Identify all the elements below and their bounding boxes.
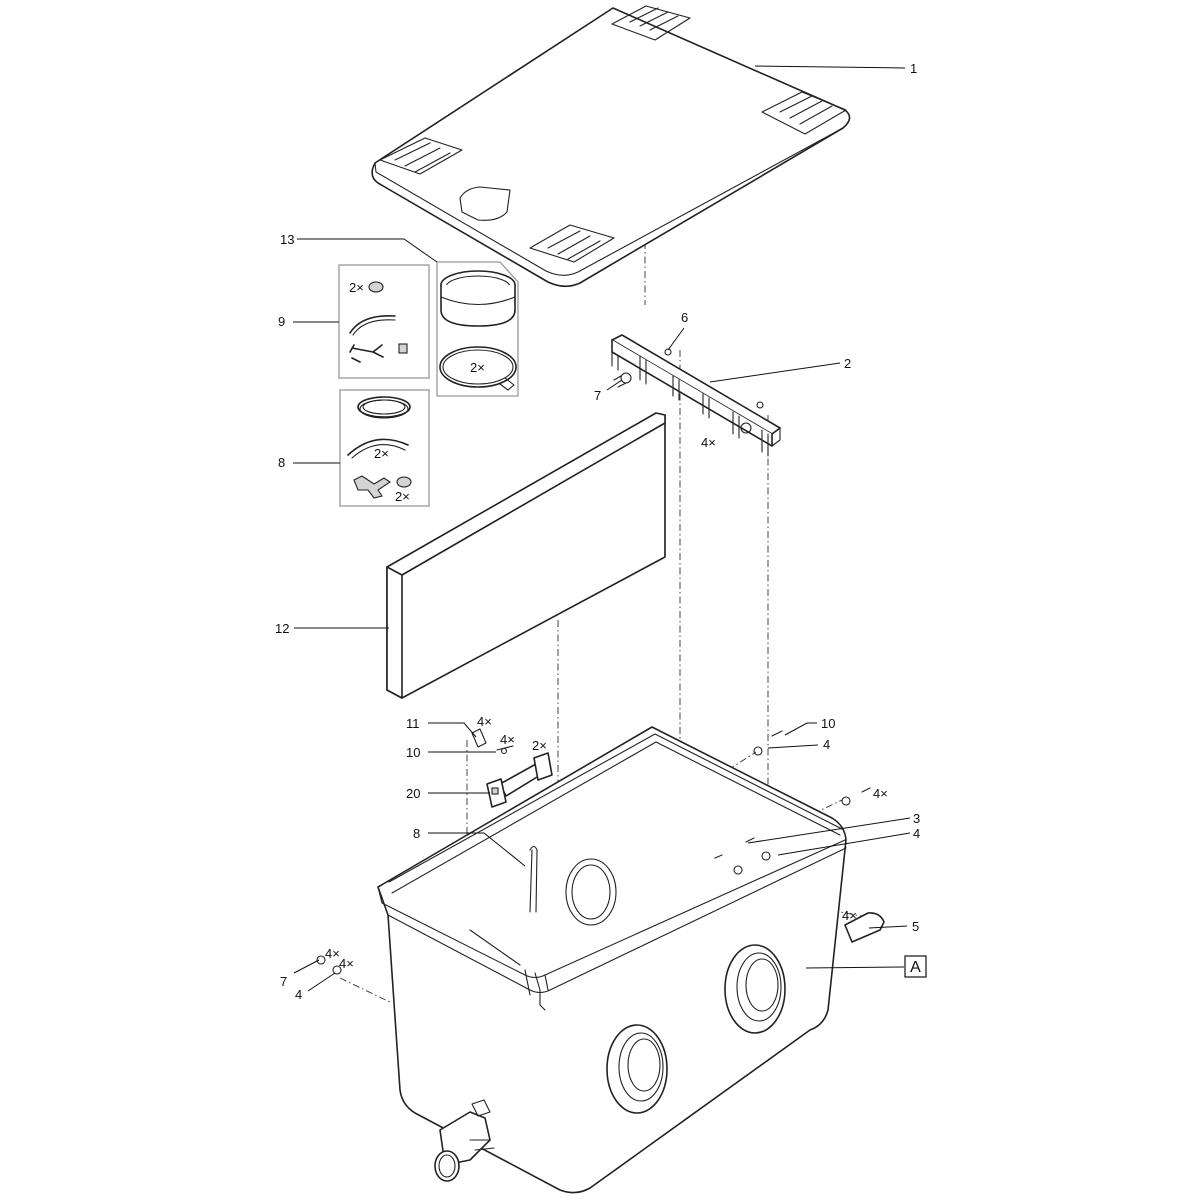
callout-7-left: 7 [280, 974, 287, 989]
callout-3: 3 [913, 811, 920, 826]
callout-numbers: 1 2 3 4 4 4 5 6 7 7 8 8 9 10 10 11 12 13… [275, 61, 920, 1002]
hardware-small-parts [316, 730, 871, 975]
callout-4-left: 4 [295, 987, 302, 1002]
lid-corner-grip-bottom [529, 224, 615, 263]
qty-part-20: 2× [532, 738, 547, 753]
distribution-bar [611, 334, 781, 457]
callout-6: 6 [681, 310, 688, 325]
callout-8-box: 8 [278, 455, 285, 470]
lid-corner-grip-left [379, 137, 463, 175]
callout-4-right: 4 [913, 826, 920, 841]
ref-a-label: A [910, 959, 921, 976]
lid-corner-grip-top [611, 5, 691, 41]
callout-13: 13 [280, 232, 294, 247]
qty-clamps-box-8: 2× [395, 489, 410, 504]
qty-bottom-left-2: 4× [339, 956, 354, 971]
qty-hose-box-8: 2× [374, 446, 389, 461]
qty-part-10-left: 4× [500, 732, 515, 747]
inlet-port-1 [606, 1024, 668, 1114]
foam-block [386, 412, 666, 699]
ref-a-box [904, 955, 927, 978]
filter-housing [316, 726, 885, 1194]
callout-10-left: 10 [406, 745, 420, 760]
accessory-box-9 [338, 264, 430, 379]
accessory-box-13 [436, 261, 519, 397]
callout-12: 12 [275, 621, 289, 636]
drain-valve [434, 1099, 495, 1182]
quantity-labels: 2× 2× 2× 2× 4× 4× 4× 2× 4× 4× 4× 4× [325, 280, 888, 971]
inlet-port-2 [724, 944, 786, 1034]
callout-2: 2 [844, 356, 851, 371]
callout-8-housing: 8 [413, 826, 420, 841]
qty-bottom-left-1: 4× [325, 946, 340, 961]
callout-9: 9 [278, 314, 285, 329]
callout-7-top: 7 [594, 388, 601, 403]
qty-part-11: 4× [477, 714, 492, 729]
callout-1: 1 [910, 61, 917, 76]
callout-4-top: 4 [823, 737, 830, 752]
pipe-assembly [471, 728, 553, 808]
qty-clamps-box-9: 2× [349, 280, 364, 295]
callout-11: 11 [406, 716, 420, 731]
callout-leaders [293, 65, 911, 992]
qty-clamps-box-13: 2× [470, 360, 485, 375]
callout-20: 20 [406, 786, 420, 801]
callout-10-right: 10 [821, 716, 835, 731]
qty-caps-bar: 4× [701, 435, 716, 450]
lid-corner-grip-right [761, 91, 847, 135]
qty-handle: 4× [842, 908, 857, 923]
lid [371, 5, 851, 288]
accessory-box-8 [339, 389, 430, 507]
qty-screws-right: 4× [873, 786, 888, 801]
callout-5: 5 [912, 919, 919, 934]
